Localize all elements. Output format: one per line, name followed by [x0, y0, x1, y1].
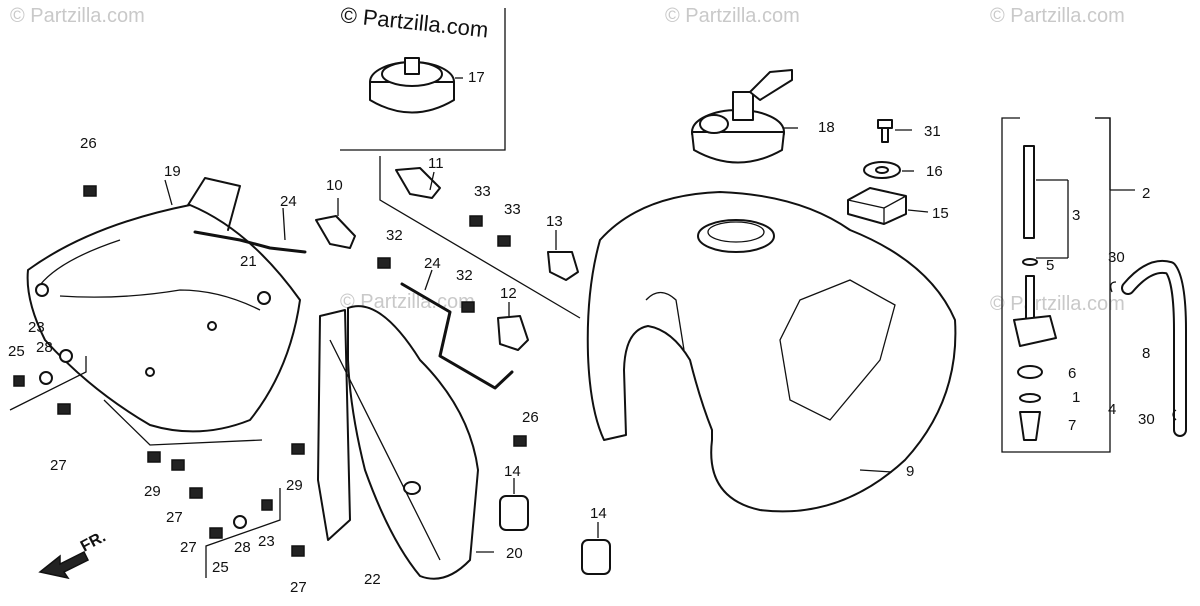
callout-10: 10	[326, 177, 343, 194]
callout-32-lower: 32	[456, 267, 473, 284]
callout-24-upper: 24	[280, 193, 297, 210]
callout-26-right: 26	[522, 409, 539, 426]
clip-13	[547, 230, 579, 281]
callout-22: 22	[364, 571, 381, 588]
front-direction-label: FR.	[78, 528, 109, 555]
convergence-lines	[103, 399, 263, 446]
callout-15: 15	[932, 205, 949, 222]
callout-25-bottom: 25	[212, 559, 229, 576]
watermark-faint-3: © Partzilla.com	[990, 5, 1125, 27]
watermark-faint-1: © Partzilla.com	[10, 5, 145, 27]
fuel-cap-18	[691, 69, 798, 164]
callout-29-left: 29	[144, 483, 161, 500]
callout-18: 18	[818, 119, 835, 136]
shroud-19	[26, 177, 301, 433]
bracket-24-lower	[400, 269, 514, 390]
watermark-faint-5: © Partzilla.com	[990, 293, 1125, 315]
callout-1: 1	[1072, 389, 1080, 406]
clip-12	[497, 302, 529, 351]
fuel-tank-9	[586, 191, 957, 513]
fuel-cap-17-box	[340, 8, 506, 151]
front-direction-arrow	[38, 550, 90, 580]
callout-3: 3	[1072, 207, 1080, 224]
callout-27-a: 27	[50, 457, 67, 474]
grommet-14-right	[499, 478, 529, 531]
leader-33-box	[379, 156, 581, 319]
callout-11: 11	[428, 155, 444, 172]
callout-7: 7	[1068, 417, 1076, 434]
watermark-faint-2: © Partzilla.com	[665, 5, 800, 27]
callout-29-center: 29	[286, 477, 303, 494]
callout-9: 9	[906, 463, 914, 480]
callout-33-left: 33	[474, 183, 491, 200]
callout-24-lower: 24	[424, 255, 441, 272]
callout-19: 19	[164, 163, 181, 180]
callout-5: 5	[1046, 257, 1054, 274]
callout-14-left: 14	[590, 505, 607, 522]
callout-30-upper: 30	[1108, 249, 1125, 266]
callout-31: 31	[924, 123, 941, 140]
callout-20: 20	[506, 545, 523, 562]
callout-26-upper: 26	[80, 135, 97, 152]
bolt-31	[877, 119, 912, 143]
callout-27-b: 27	[166, 509, 183, 526]
callout-33-right: 33	[504, 201, 521, 218]
callout-27-c: 27	[180, 539, 197, 556]
clip-10	[315, 198, 356, 249]
grommet-14-left	[581, 522, 611, 575]
callout-4: 4	[1108, 401, 1116, 418]
callout-6: 6	[1068, 365, 1076, 382]
callout-25-left: 25	[8, 343, 25, 360]
washer-16	[863, 161, 914, 179]
callout-23-bottom: 23	[258, 533, 275, 550]
callout-12: 12	[500, 285, 517, 302]
rubber-mount-15	[847, 187, 929, 225]
callout-30-lower: 30	[1138, 411, 1155, 428]
callout-32-upper: 32	[386, 227, 403, 244]
callout-8: 8	[1142, 345, 1150, 362]
clip-11	[395, 167, 441, 199]
callout-13: 13	[546, 213, 563, 230]
callout-17: 17	[468, 69, 485, 86]
callout-21: 21	[240, 253, 257, 270]
callout-28-left: 28	[36, 339, 53, 356]
callout-27-d: 27	[290, 579, 307, 596]
bracket-line-left	[9, 356, 87, 411]
callout-2: 2	[1142, 185, 1150, 202]
small-bolts	[13, 185, 527, 557]
bracket-24-upper	[193, 207, 307, 254]
callout-14-right: 14	[504, 463, 521, 480]
bracket-line-bottom	[205, 488, 281, 578]
callout-23-left: 23	[28, 319, 45, 336]
side-cover-20	[317, 305, 494, 580]
callout-28-bottom: 28	[234, 539, 251, 556]
watermark-main: © Partzilla.com	[339, 2, 489, 42]
callout-16: 16	[926, 163, 943, 180]
fuel-hose-8	[1110, 260, 1187, 437]
fuel-cock-box	[1001, 117, 1135, 453]
